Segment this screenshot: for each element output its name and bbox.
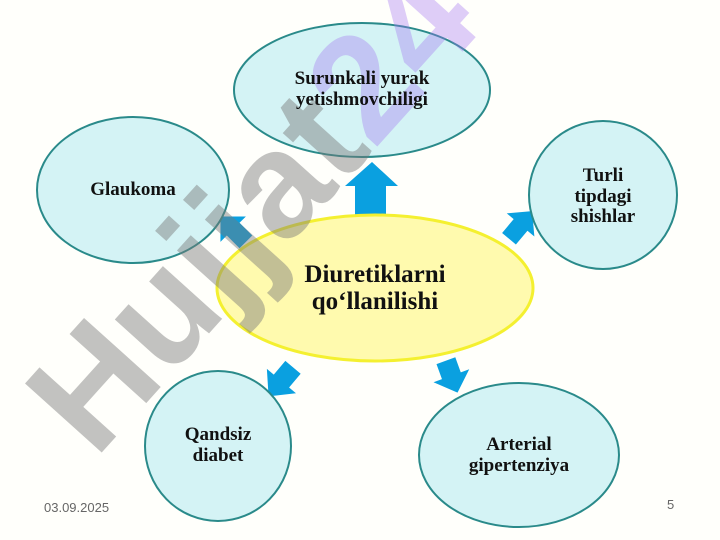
arrow-up-right — [502, 211, 535, 245]
node-glaukoma — [36, 116, 230, 264]
node-surunkali — [233, 22, 491, 158]
node-qandsiz — [144, 370, 292, 522]
center-label: Diuretiklarni qo‘llanilishi — [304, 260, 446, 316]
arrow-up-left — [220, 216, 253, 249]
footer-date: 03.09.2025 — [44, 500, 110, 515]
arrows — [220, 162, 535, 397]
page-number: 5 — [667, 497, 675, 512]
node-label-arterial: Arterial gipertenziya — [468, 434, 570, 476]
node-turli — [528, 120, 678, 270]
arrow-down-right — [433, 357, 470, 393]
center-node — [215, 213, 535, 363]
node-label-qandsiz: Qandsiz diabet — [184, 424, 252, 466]
node-label-glaukoma: Glaukoma — [90, 178, 176, 200]
node-arterial — [418, 382, 620, 528]
arrow-down-left — [266, 360, 301, 397]
node-label-surunkali: Surunkali yurak yetishmovchiligi — [294, 68, 430, 110]
node-label-turli: Turli tipdagi shishlar — [570, 164, 636, 228]
arrow-up — [345, 162, 398, 215]
